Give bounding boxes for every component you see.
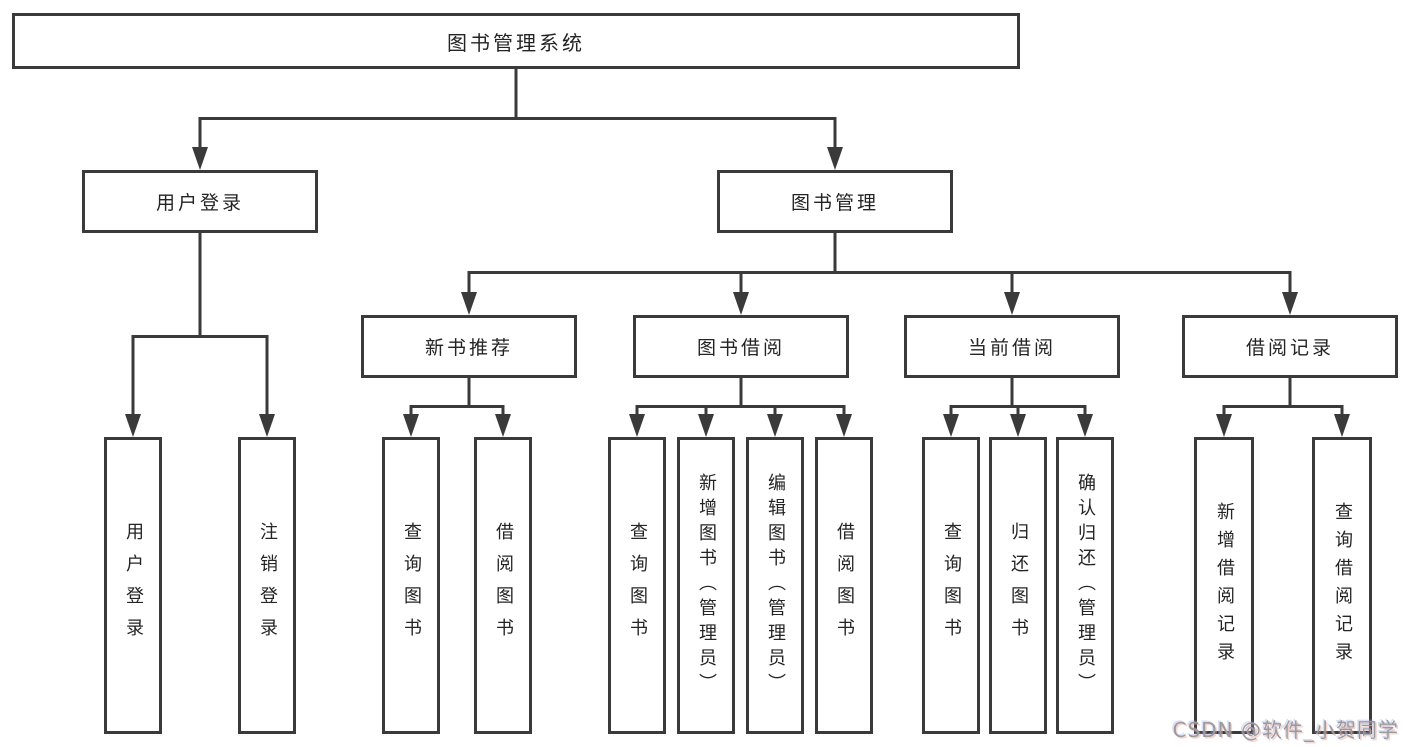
node-label: 当前借阅	[967, 337, 1056, 359]
node-label: 借阅记录	[1245, 337, 1334, 359]
node-label: 新增借阅记录	[1214, 501, 1235, 670]
leaf-cb-query-book: 查询图书	[922, 437, 980, 734]
node-label: 查询图书	[627, 521, 648, 650]
leaf-bb-borrow-book: 借阅图书	[815, 437, 873, 734]
node-label: 用户登录	[123, 521, 144, 650]
node-label: 查询图书	[401, 521, 422, 650]
leaf-nb-borrow-book: 借阅图书	[474, 437, 532, 734]
node-book-borrow: 图书借阅	[633, 315, 849, 378]
node-current-borrow: 当前借阅	[904, 315, 1120, 378]
node-borrow-records: 借阅记录	[1182, 315, 1398, 378]
leaf-logout: 注销登录	[238, 437, 296, 734]
node-label: 归还图书	[1008, 521, 1029, 650]
node-label: 图书管理	[790, 192, 879, 214]
leaf-nb-query-book: 查询图书	[382, 437, 440, 734]
node-label: 新增图书（管理员）	[696, 473, 717, 698]
node-label: 注销登录	[257, 521, 278, 650]
leaf-br-query-record: 查询借阅记录	[1312, 437, 1372, 734]
leaf-user-login: 用户登录	[104, 437, 162, 734]
leaf-bb-query-book: 查询图书	[608, 437, 666, 734]
node-book-mgmt: 图书管理	[717, 170, 953, 233]
leaf-br-add-record: 新增借阅记录	[1194, 437, 1254, 734]
node-label: 新书推荐	[424, 337, 513, 359]
node-user-login: 用户登录	[82, 170, 318, 233]
node-label: 图书借阅	[696, 337, 785, 359]
node-label: 确认归还（管理员）	[1075, 473, 1096, 698]
leaf-bb-edit-book: 编辑图书（管理员）	[746, 437, 804, 734]
node-new-book-rec: 新书推荐	[361, 315, 577, 378]
node-root: 图书管理系统	[12, 13, 1020, 69]
node-label: 借阅图书	[493, 521, 514, 650]
arrowheads	[125, 147, 1350, 437]
node-label: 查询图书	[941, 521, 962, 650]
node-label: 编辑图书（管理员）	[765, 473, 786, 698]
node-label: 借阅图书	[834, 521, 855, 650]
leaf-cb-confirm-return: 确认归还（管理员）	[1056, 437, 1114, 734]
node-label: 用户登录	[155, 192, 244, 214]
leaf-bb-add-book: 新增图书（管理员）	[677, 437, 735, 734]
node-label: 查询借阅记录	[1332, 501, 1353, 670]
leaf-cb-return-book: 归还图书	[989, 437, 1047, 734]
csdn-watermark: CSDN @软件_小贺同学	[1172, 718, 1399, 742]
node-label: 图书管理系统	[447, 30, 585, 55]
